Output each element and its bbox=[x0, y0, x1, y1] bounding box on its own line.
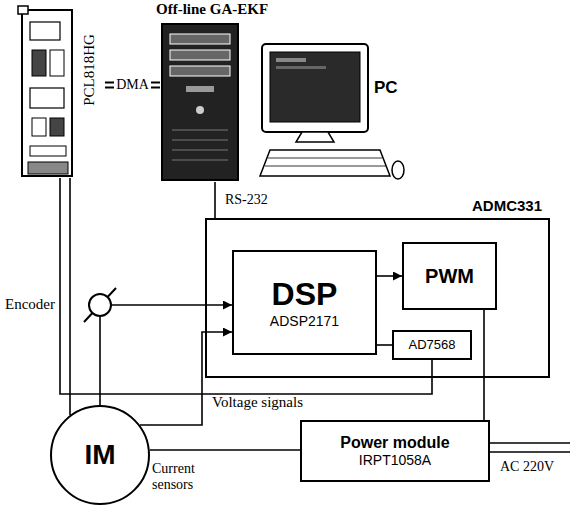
node-heading: Encoder bbox=[5, 296, 55, 313]
signal-wire bbox=[99, 317, 101, 405]
signal-wire bbox=[69, 178, 71, 415]
signal-wire bbox=[483, 310, 485, 420]
pc-monitor bbox=[260, 44, 404, 179]
signal-wire bbox=[140, 332, 232, 425]
encoder-symbol: Encoder bbox=[88, 293, 112, 317]
node-heading: ADMC331 bbox=[472, 197, 542, 214]
signal-wire bbox=[60, 178, 432, 394]
node-text: DSP bbox=[272, 276, 338, 313]
node-text: AD7568 bbox=[409, 338, 456, 353]
node-text: PWM bbox=[425, 265, 474, 288]
edge-label: DMA bbox=[114, 77, 151, 93]
signal-wire bbox=[377, 344, 392, 346]
pc-tower bbox=[162, 24, 238, 180]
dsp-box: DSPADSP2171 bbox=[232, 250, 377, 355]
dac-box: AD7568 bbox=[392, 330, 472, 360]
node-heading: PC bbox=[374, 78, 398, 98]
pcl818hg-card: PCL818HG bbox=[20, 8, 105, 178]
ac-supply-lines bbox=[490, 443, 570, 452]
signal-wire bbox=[214, 182, 216, 218]
induction-motor: IM bbox=[50, 405, 150, 505]
pc-monitor: PC bbox=[258, 40, 398, 180]
pwm-box: PWM bbox=[402, 242, 497, 310]
node-text: IM bbox=[84, 439, 115, 471]
power-module-box: Power moduleIRPT1058A bbox=[300, 420, 490, 482]
pcl-card bbox=[18, 6, 72, 176]
signal-wire bbox=[150, 449, 300, 451]
signal-wire bbox=[112, 304, 232, 306]
node-text: IRPT1058A bbox=[359, 452, 431, 468]
encoder-slash bbox=[84, 288, 116, 322]
node-heading: PCL818HG bbox=[81, 34, 98, 106]
edge-label: RS-232 bbox=[223, 192, 270, 208]
signal-wire bbox=[377, 275, 402, 277]
pc-tower: Off-line GA-EKF bbox=[160, 22, 240, 182]
sensor-label: Current sensors bbox=[152, 461, 222, 493]
supply-label: AC 220V bbox=[500, 459, 554, 475]
node-text: ADSP2171 bbox=[270, 313, 339, 329]
node-heading: Off-line GA-EKF bbox=[156, 1, 268, 18]
signal-label: Voltage signals bbox=[212, 394, 303, 411]
node-text: Power module bbox=[340, 434, 449, 452]
controller-board: ADMC331DSPADSP2171PWMAD7568 bbox=[205, 218, 550, 378]
